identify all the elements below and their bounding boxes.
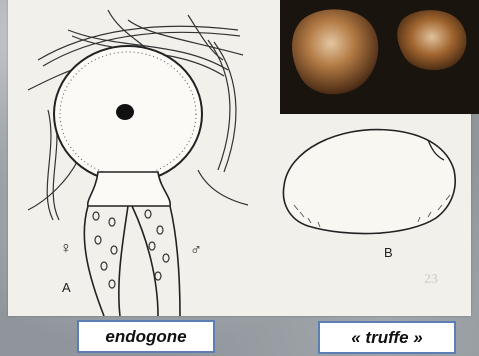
truffle-photo <box>280 0 479 114</box>
suspensor-neck <box>88 172 170 206</box>
female-symbol: ♀ <box>60 240 72 258</box>
caption-truffe-text: « truffe » <box>351 328 423 348</box>
female-branch-right <box>119 206 128 316</box>
spore-nucleus <box>116 104 134 120</box>
caption-truffe: « truffe » <box>318 321 456 354</box>
truffle-photo-image <box>280 0 479 114</box>
male-branch-left <box>132 206 158 316</box>
male-branch-right <box>170 206 180 316</box>
caption-endogone-text: endogone <box>105 327 186 347</box>
female-branch-left <box>84 206 104 316</box>
figure-label-b: B <box>384 245 393 260</box>
caption-endogone: endogone <box>77 320 215 353</box>
figure-label-a: A <box>62 280 71 295</box>
branch-cells <box>93 210 169 288</box>
truffle-drawing <box>283 130 455 234</box>
slide-number: 23 <box>424 272 438 288</box>
male-symbol: ♂ <box>190 242 202 260</box>
